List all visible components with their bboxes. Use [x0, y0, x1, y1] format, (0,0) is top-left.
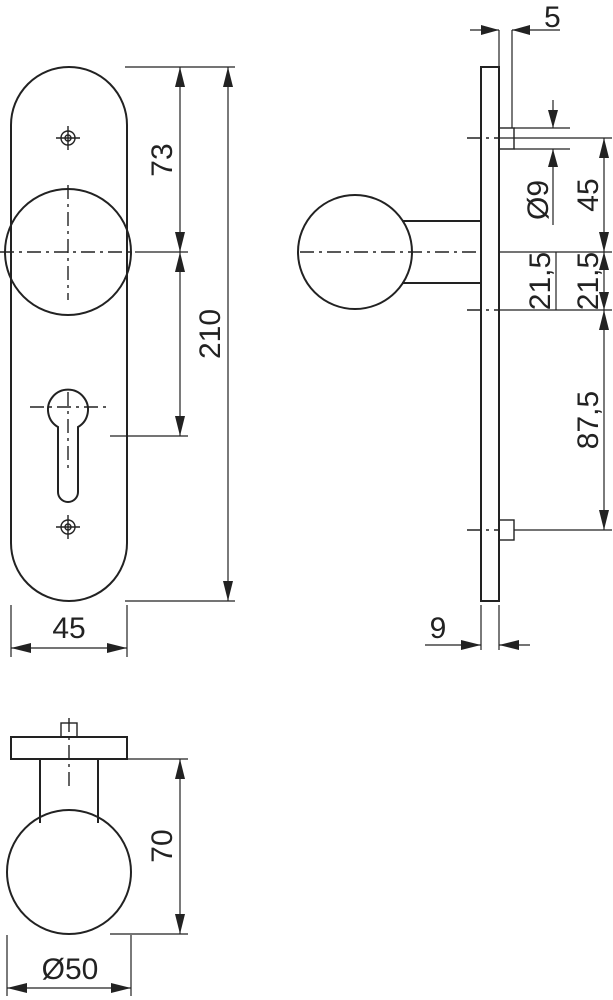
- dim-21-5-right: 21,5: [572, 252, 609, 310]
- dim-label-87-5: 87,5: [572, 391, 605, 449]
- lower-screw-stud: [498, 519, 515, 541]
- plate-side-profile: [480, 66, 500, 602]
- dim-210: 210: [194, 67, 233, 601]
- dim-label-21-5-left: 21,5: [524, 252, 557, 310]
- dim-21-5-left: 21,5: [524, 252, 557, 310]
- dim-diameter-9: Ø9: [522, 100, 558, 225]
- dim-45-spacing: 45: [572, 138, 609, 252]
- dim-label-210: 210: [194, 309, 227, 359]
- lower-screw-hole: [56, 515, 80, 539]
- dim-label-73: 73: [146, 143, 179, 176]
- escutcheon-plate-outline: [10, 66, 128, 602]
- dim-label-21-5-right: 21,5: [572, 252, 605, 310]
- dim-label-45-width: 45: [52, 612, 85, 645]
- dim-45-width: 45: [11, 612, 127, 653]
- knob-top-view: [6, 718, 188, 996]
- dim-70: 70: [146, 759, 185, 934]
- dim-5: 5: [470, 1, 561, 35]
- dim-87-5: 87,5: [572, 310, 609, 530]
- dim-73: 73: [146, 67, 185, 252]
- dim-label-dia-50: Ø50: [42, 953, 99, 986]
- dim-label-45-spacing: 45: [572, 178, 605, 211]
- upper-screw-hole: [56, 126, 80, 150]
- dim-9-thickness: 9: [425, 612, 530, 650]
- dim-diameter-50: Ø50: [7, 953, 131, 993]
- front-view: [0, 66, 235, 657]
- knob-neck-top: [39, 759, 99, 823]
- dim-label-dia-9: Ø9: [522, 180, 555, 220]
- knob-ball-top: [6, 809, 132, 935]
- dim-spindle-to-cylinder: [175, 252, 185, 436]
- knob-neck-side: [402, 220, 481, 284]
- side-view: [297, 30, 612, 650]
- dim-label-5: 5: [544, 1, 561, 34]
- dim-label-70: 70: [146, 829, 179, 862]
- dim-label-9: 9: [430, 612, 447, 645]
